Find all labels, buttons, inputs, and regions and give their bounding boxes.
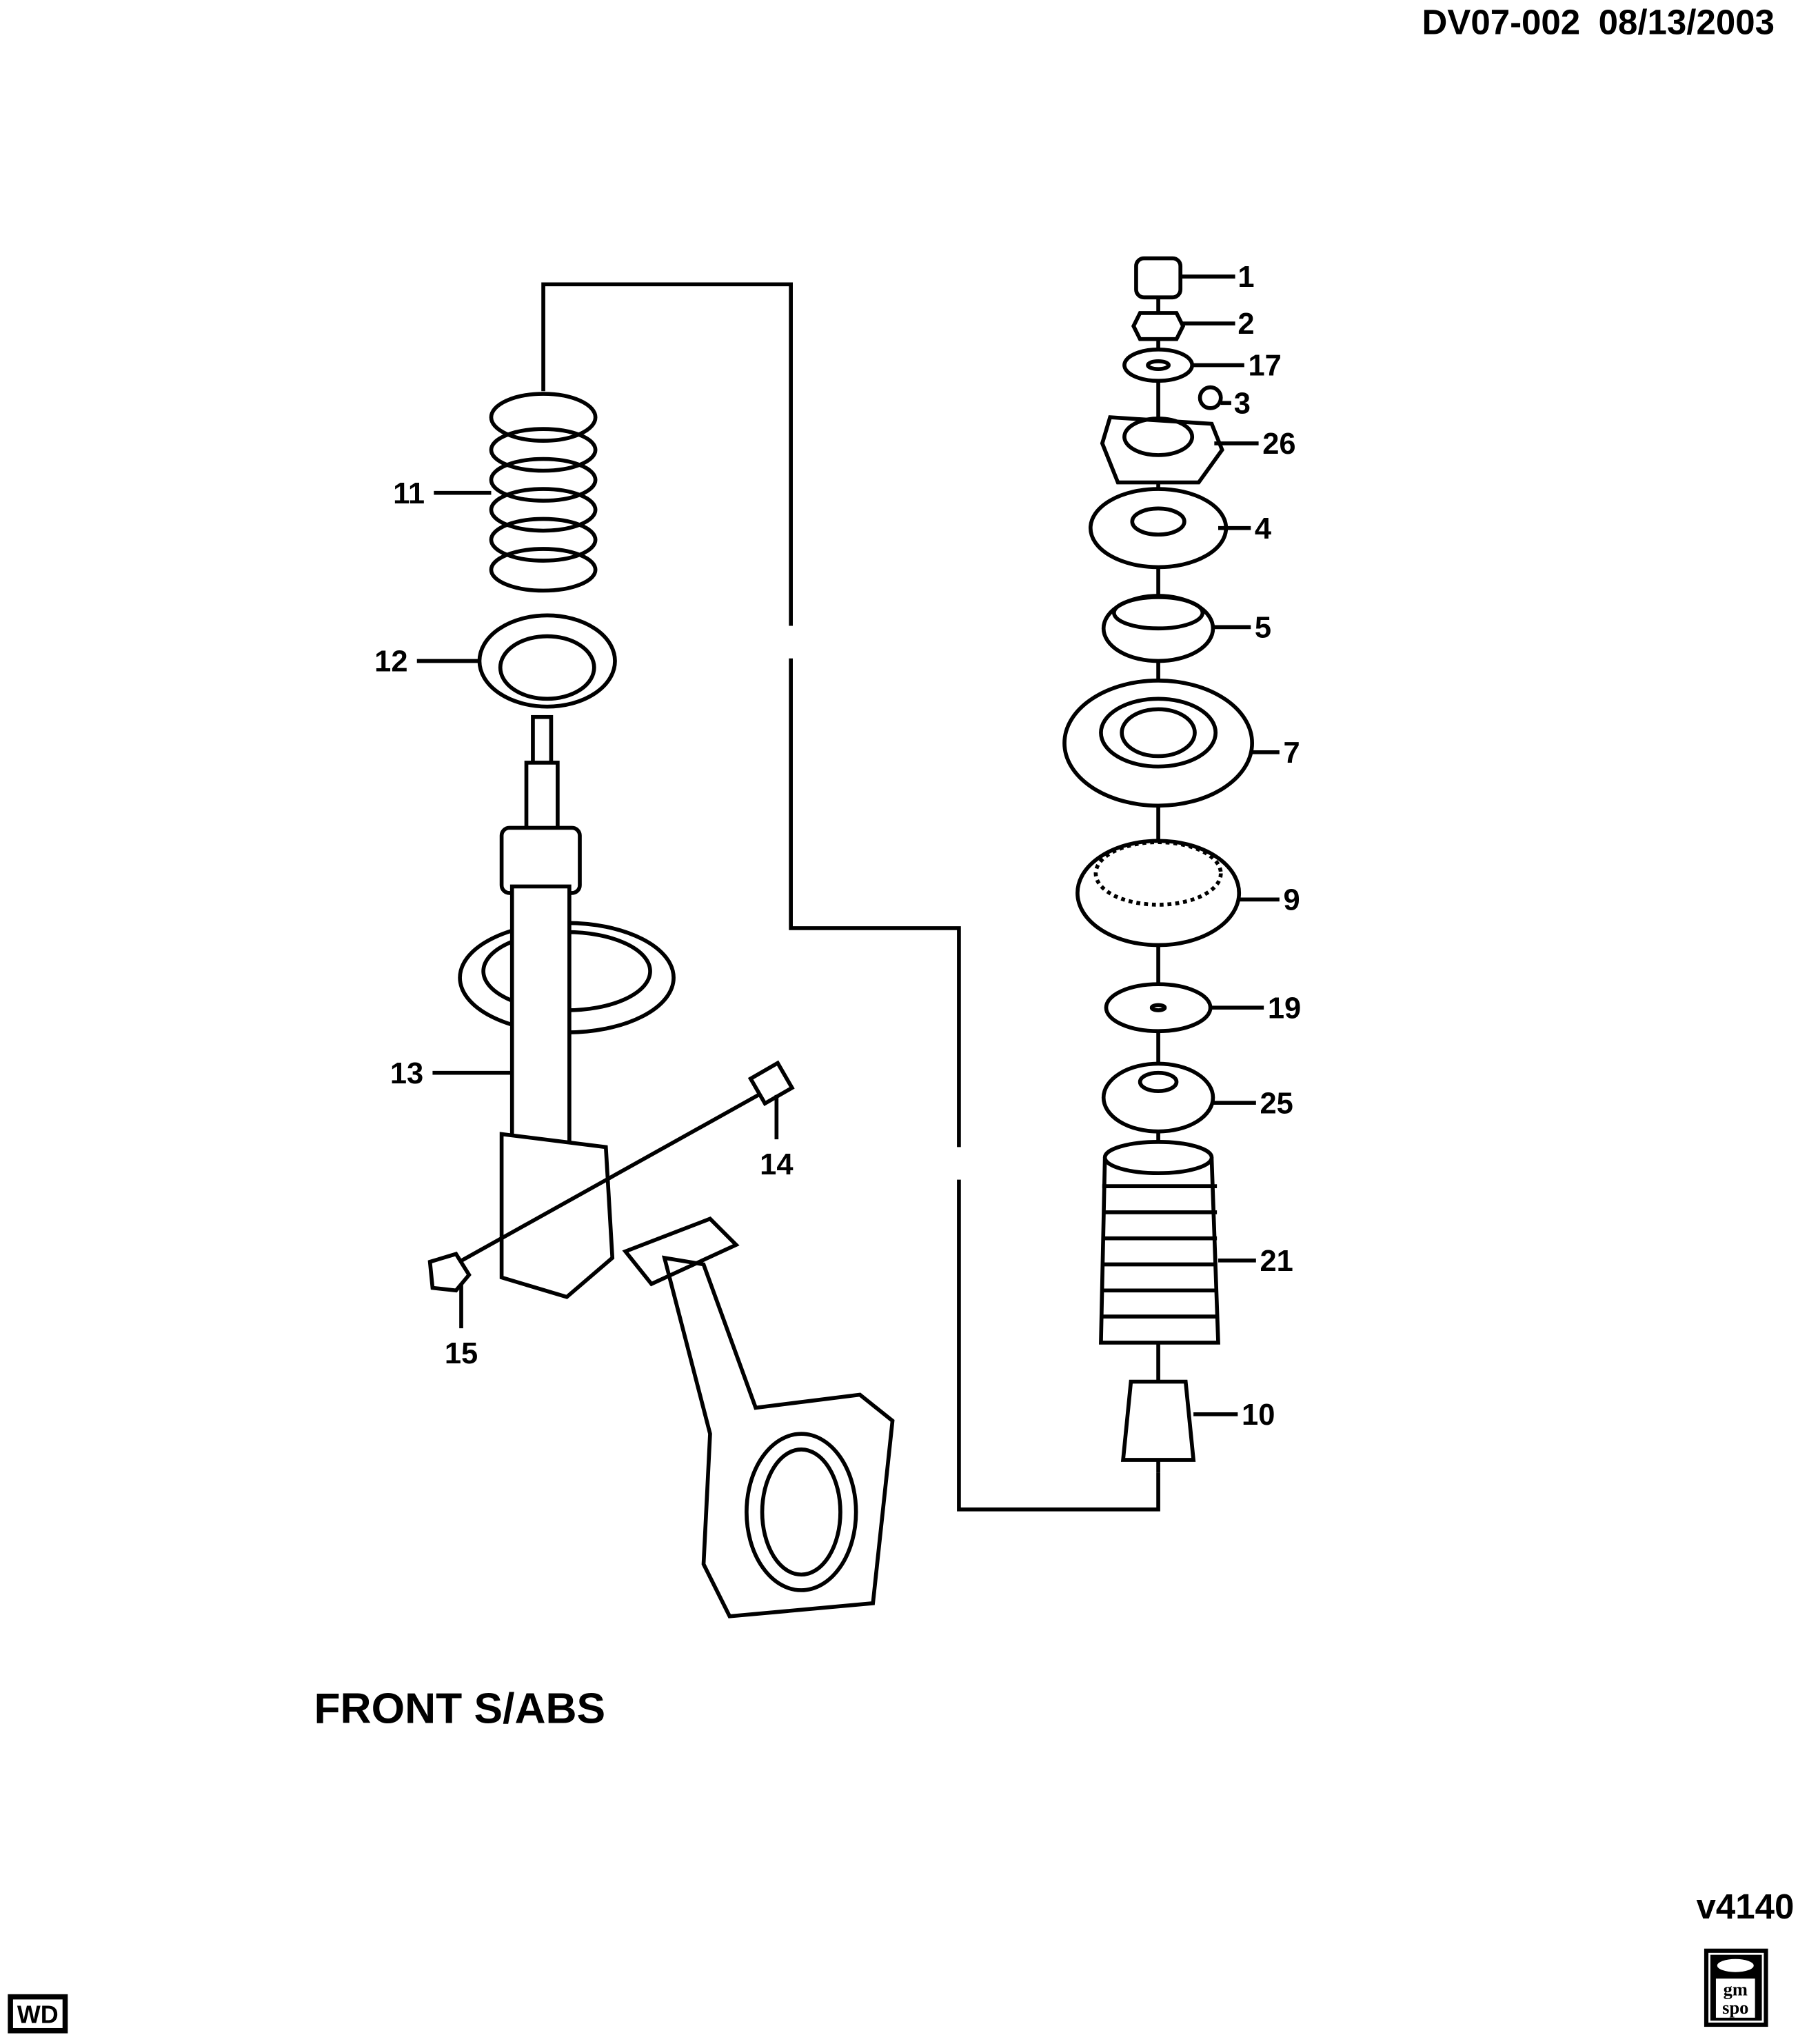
callout-9: 9 (1239, 883, 1300, 916)
callout-25: 25 (1213, 1087, 1293, 1120)
callout-2: 2 (1180, 308, 1255, 341)
callout-number: 4 (1255, 512, 1271, 545)
wd-badge-text: WD (17, 2001, 59, 2028)
logo-text-spo: spo (1722, 1997, 1748, 2018)
callout-12: 12 (374, 645, 480, 679)
callout-10: 10 (1193, 1399, 1275, 1432)
steering-knuckle-part (661, 1255, 895, 1619)
nut-15-part (427, 1252, 472, 1293)
doc-code: DV07-002 (1422, 2, 1580, 41)
header-doc-code-date: DV07-002 08/13/2003 (1422, 2, 1775, 41)
callout-5: 5 (1213, 611, 1271, 644)
callout-19: 19 (1210, 992, 1301, 1025)
callout-number: 26 (1262, 428, 1295, 461)
coil-spring-part (489, 392, 598, 593)
callout-number: 14 (760, 1148, 793, 1181)
callout-1: 1 (1180, 261, 1255, 294)
assembly-bracket-lines (541, 282, 1160, 1512)
callout-number: 21 (1260, 1245, 1293, 1278)
callout-13: 13 (390, 1057, 512, 1090)
callout-number: 1 (1238, 261, 1254, 294)
callout-number: 25 (1260, 1087, 1293, 1120)
right-stack-parts (1062, 256, 1254, 1473)
version-label: v4140 (1696, 1887, 1794, 1926)
callout-26: 26 (1214, 428, 1296, 461)
callout-number: 7 (1284, 737, 1300, 770)
gm-spo-logo: gm spo (1704, 1948, 1768, 2027)
callout-4: 4 (1218, 512, 1271, 545)
callout-11: 11 (393, 477, 492, 510)
bump-stop-part (1120, 1379, 1196, 1462)
callout-3: 3 (1220, 387, 1251, 420)
callout-number: 17 (1248, 350, 1281, 383)
cap-part (1134, 256, 1183, 300)
doc-date: 08/13/2003 (1599, 2, 1775, 41)
callout-15: 15 (445, 1283, 478, 1370)
callout-number: 2 (1238, 308, 1254, 341)
callout-number: 13 (390, 1057, 423, 1090)
callout-21: 21 (1218, 1245, 1293, 1278)
callout-number: 9 (1284, 883, 1300, 916)
callout-number: 11 (393, 477, 425, 510)
nut-part (1131, 311, 1186, 341)
callout-number: 10 (1242, 1399, 1275, 1432)
left-strut-parts (427, 392, 895, 1619)
callout-17: 17 (1192, 350, 1282, 383)
callout-number: 15 (445, 1337, 478, 1370)
callout-14: 14 (760, 1094, 794, 1181)
wd-badge: WD (8, 1994, 68, 2034)
logo-text-gm: gm (1724, 1979, 1748, 2000)
callout-number: 3 (1234, 387, 1251, 420)
callout-number: 5 (1255, 611, 1271, 644)
diagram-title: FRONT S/ABS (314, 1685, 605, 1733)
callout-7: 7 (1252, 737, 1300, 770)
callout-number: 19 (1268, 992, 1301, 1025)
callout-number: 12 (374, 645, 407, 679)
